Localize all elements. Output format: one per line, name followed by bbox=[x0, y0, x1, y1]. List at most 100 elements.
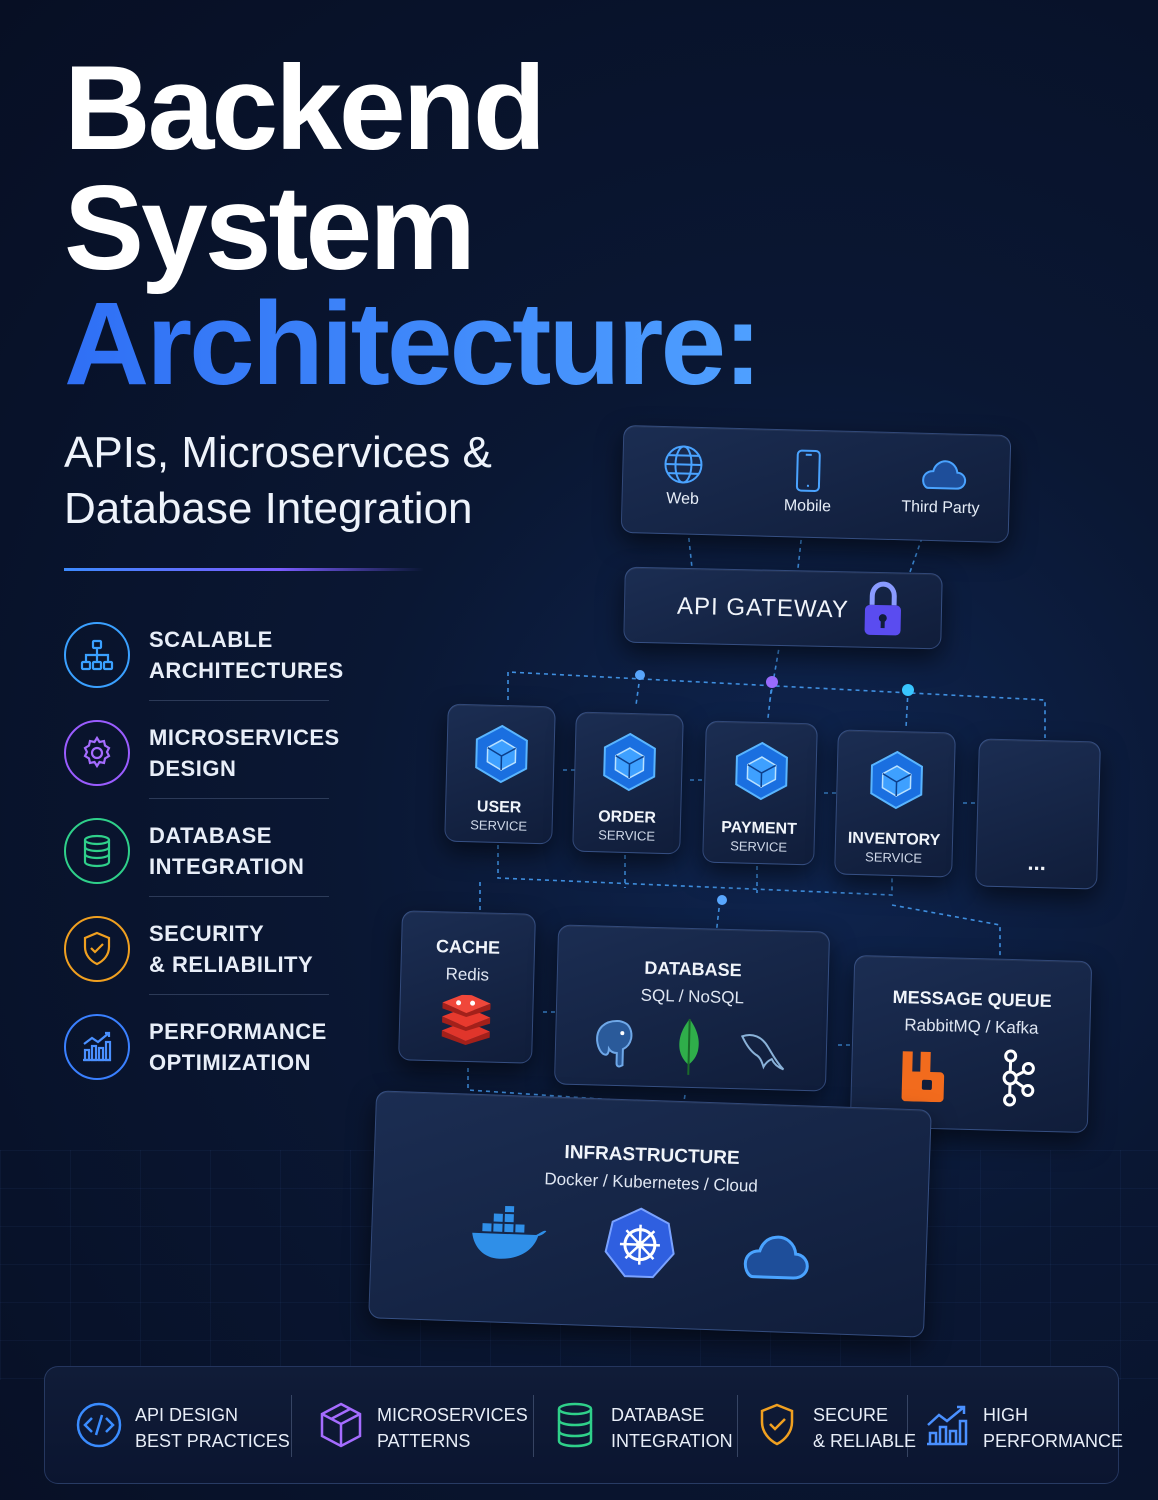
connector-thirdparty-gateway bbox=[909, 537, 923, 573]
client-mobile-label: Mobile bbox=[783, 497, 832, 516]
more-services-label: ... bbox=[1027, 849, 1047, 876]
connector-bus-order bbox=[635, 675, 641, 706]
bottom-item-line2: PERFORMANCE bbox=[983, 1431, 1124, 1451]
bottom-item-line2: INTEGRATION bbox=[611, 1431, 733, 1451]
hierarchy-icon bbox=[64, 622, 130, 688]
feature-divider bbox=[149, 700, 329, 701]
connector-bus-queue bbox=[891, 904, 1001, 960]
feature-performance-optimization: PERFORMANCE OPTIMIZATION bbox=[64, 1012, 364, 1092]
bottom-item-line1: DATABASE bbox=[611, 1405, 705, 1425]
feature-microservices-design: MICROSERVICES DESIGN bbox=[64, 718, 364, 799]
infrastructure-panel: INFRASTRUCTURE Docker / Kubernetes / Clo… bbox=[368, 1090, 932, 1338]
cache-panel: CACHE Redis bbox=[398, 910, 536, 1064]
feature-label-line2: ARCHITECTURES bbox=[149, 658, 344, 683]
bottom-separator bbox=[737, 1395, 738, 1457]
client-third-party-label: Third Party bbox=[901, 498, 980, 518]
client-third-party: Third Party bbox=[890, 453, 992, 519]
chart-growth-icon bbox=[923, 1401, 971, 1449]
globe-icon bbox=[664, 445, 703, 484]
feature-label-line2: INTEGRATION bbox=[149, 854, 305, 879]
message-queue-panel: MESSAGE QUEUE RabbitMQ / Kafka bbox=[849, 954, 1093, 1134]
subtitle-line-2: Database Integration bbox=[64, 484, 473, 533]
bottom-item-line1: SECURE bbox=[813, 1405, 889, 1425]
connector-bus-database bbox=[715, 899, 721, 936]
clients-panel: Web Mobile Third Party bbox=[620, 424, 1012, 544]
bottom-item-line1: HIGH bbox=[983, 1405, 1028, 1425]
feature-label-line1: SECURITY bbox=[149, 921, 265, 946]
cloud-icon bbox=[743, 1235, 809, 1280]
bottom-feature-bar: API DESIGN BEST PRACTICES MICROSERVICES … bbox=[44, 1366, 1123, 1484]
service-sub-label: SERVICE bbox=[864, 849, 923, 866]
feature-label-line1: PERFORMANCE bbox=[149, 1019, 327, 1044]
feature-security-reliability: SECURITY & RELIABILITY bbox=[64, 914, 364, 995]
order-service-panel: ORDER SERVICE bbox=[572, 711, 684, 855]
title-line-1: Backend bbox=[64, 41, 546, 175]
mysql-icon bbox=[740, 1033, 785, 1071]
chart-growth-icon bbox=[64, 1014, 130, 1080]
api-gateway-label: API GATEWAY bbox=[676, 592, 850, 624]
cache-sub: Redis bbox=[445, 964, 490, 985]
connector-service-bus bbox=[507, 671, 1046, 738]
title-divider bbox=[64, 568, 424, 571]
connector-mobile-gateway bbox=[797, 531, 803, 569]
postgresql-icon bbox=[596, 1020, 633, 1068]
subtitle-line-1: APIs, Microservices & bbox=[64, 428, 492, 477]
bottom-separator bbox=[291, 1395, 292, 1457]
mongodb-icon bbox=[679, 1018, 699, 1075]
bus-dot bbox=[717, 895, 727, 905]
bottom-item-line2: BEST PRACTICES bbox=[135, 1431, 290, 1451]
queue-title: MESSAGE QUEUE bbox=[892, 986, 1052, 1012]
feature-label-line1: SCALABLE bbox=[149, 627, 273, 652]
bus-dot bbox=[766, 676, 778, 688]
feature-label-line1: MICROSERVICES bbox=[149, 725, 340, 750]
feature-divider bbox=[149, 798, 329, 799]
bottom-item-line1: API DESIGN bbox=[135, 1405, 239, 1425]
subtitle: APIs, Microservices & Database Integrati… bbox=[64, 425, 492, 537]
database-icon bbox=[64, 818, 130, 884]
shield-check-icon bbox=[64, 916, 130, 982]
bottom-separator bbox=[907, 1395, 908, 1457]
more-services-panel: ... bbox=[975, 738, 1101, 890]
queue-sub: RabbitMQ / Kafka bbox=[904, 1015, 1039, 1038]
feature-label-line2: & RELIABILITY bbox=[149, 952, 314, 977]
database-sub: SQL / NoSQL bbox=[640, 985, 745, 1008]
lock-icon bbox=[864, 581, 901, 636]
feature-scalable-architectures: SCALABLE ARCHITECTURES bbox=[64, 620, 364, 701]
cube-icon bbox=[735, 741, 788, 801]
inventory-service-panel: INVENTORY SERVICE bbox=[834, 729, 956, 878]
bottom-item-line2: & RELIABLE bbox=[813, 1431, 917, 1451]
cloud-icon bbox=[922, 460, 967, 490]
rabbitmq-icon bbox=[901, 1051, 945, 1103]
kafka-icon bbox=[1002, 1049, 1035, 1107]
payment-service-panel: PAYMENT SERVICE bbox=[702, 720, 818, 866]
user-service-panel: USER SERVICE bbox=[444, 703, 556, 845]
code-icon bbox=[75, 1401, 123, 1449]
service-sub-label: SERVICE bbox=[470, 817, 528, 834]
bus-dot bbox=[902, 684, 914, 696]
title-line-3: Architecture: bbox=[64, 278, 762, 410]
redis-icon bbox=[441, 994, 491, 1045]
database-panel: DATABASE SQL / NoSQL bbox=[553, 924, 831, 1092]
cube-outline-icon bbox=[317, 1401, 365, 1449]
bus-dot bbox=[635, 670, 645, 680]
feature-label-line2: OPTIMIZATION bbox=[149, 1050, 312, 1075]
service-sub-label: SERVICE bbox=[598, 827, 656, 844]
connector-bus-payment bbox=[767, 681, 773, 719]
connector-bus-inventory bbox=[905, 689, 909, 729]
service-label: ORDER bbox=[597, 808, 657, 827]
client-web-label: Web bbox=[666, 490, 700, 508]
kubernetes-icon bbox=[604, 1207, 675, 1279]
cube-icon bbox=[603, 732, 656, 792]
cache-title: CACHE bbox=[435, 936, 501, 958]
bottom-item-line2: PATTERNS bbox=[377, 1431, 471, 1451]
feature-database-integration: DATABASE INTEGRATION bbox=[64, 816, 364, 897]
database-title: DATABASE bbox=[644, 957, 742, 981]
database-icon bbox=[551, 1401, 599, 1449]
docker-icon bbox=[472, 1204, 547, 1259]
service-label: USER bbox=[476, 798, 522, 817]
cube-icon bbox=[870, 750, 923, 810]
feature-label-line2: DESIGN bbox=[149, 756, 237, 781]
bottom-separator bbox=[533, 1395, 534, 1457]
client-web: Web bbox=[652, 443, 714, 510]
feature-divider bbox=[149, 994, 329, 995]
